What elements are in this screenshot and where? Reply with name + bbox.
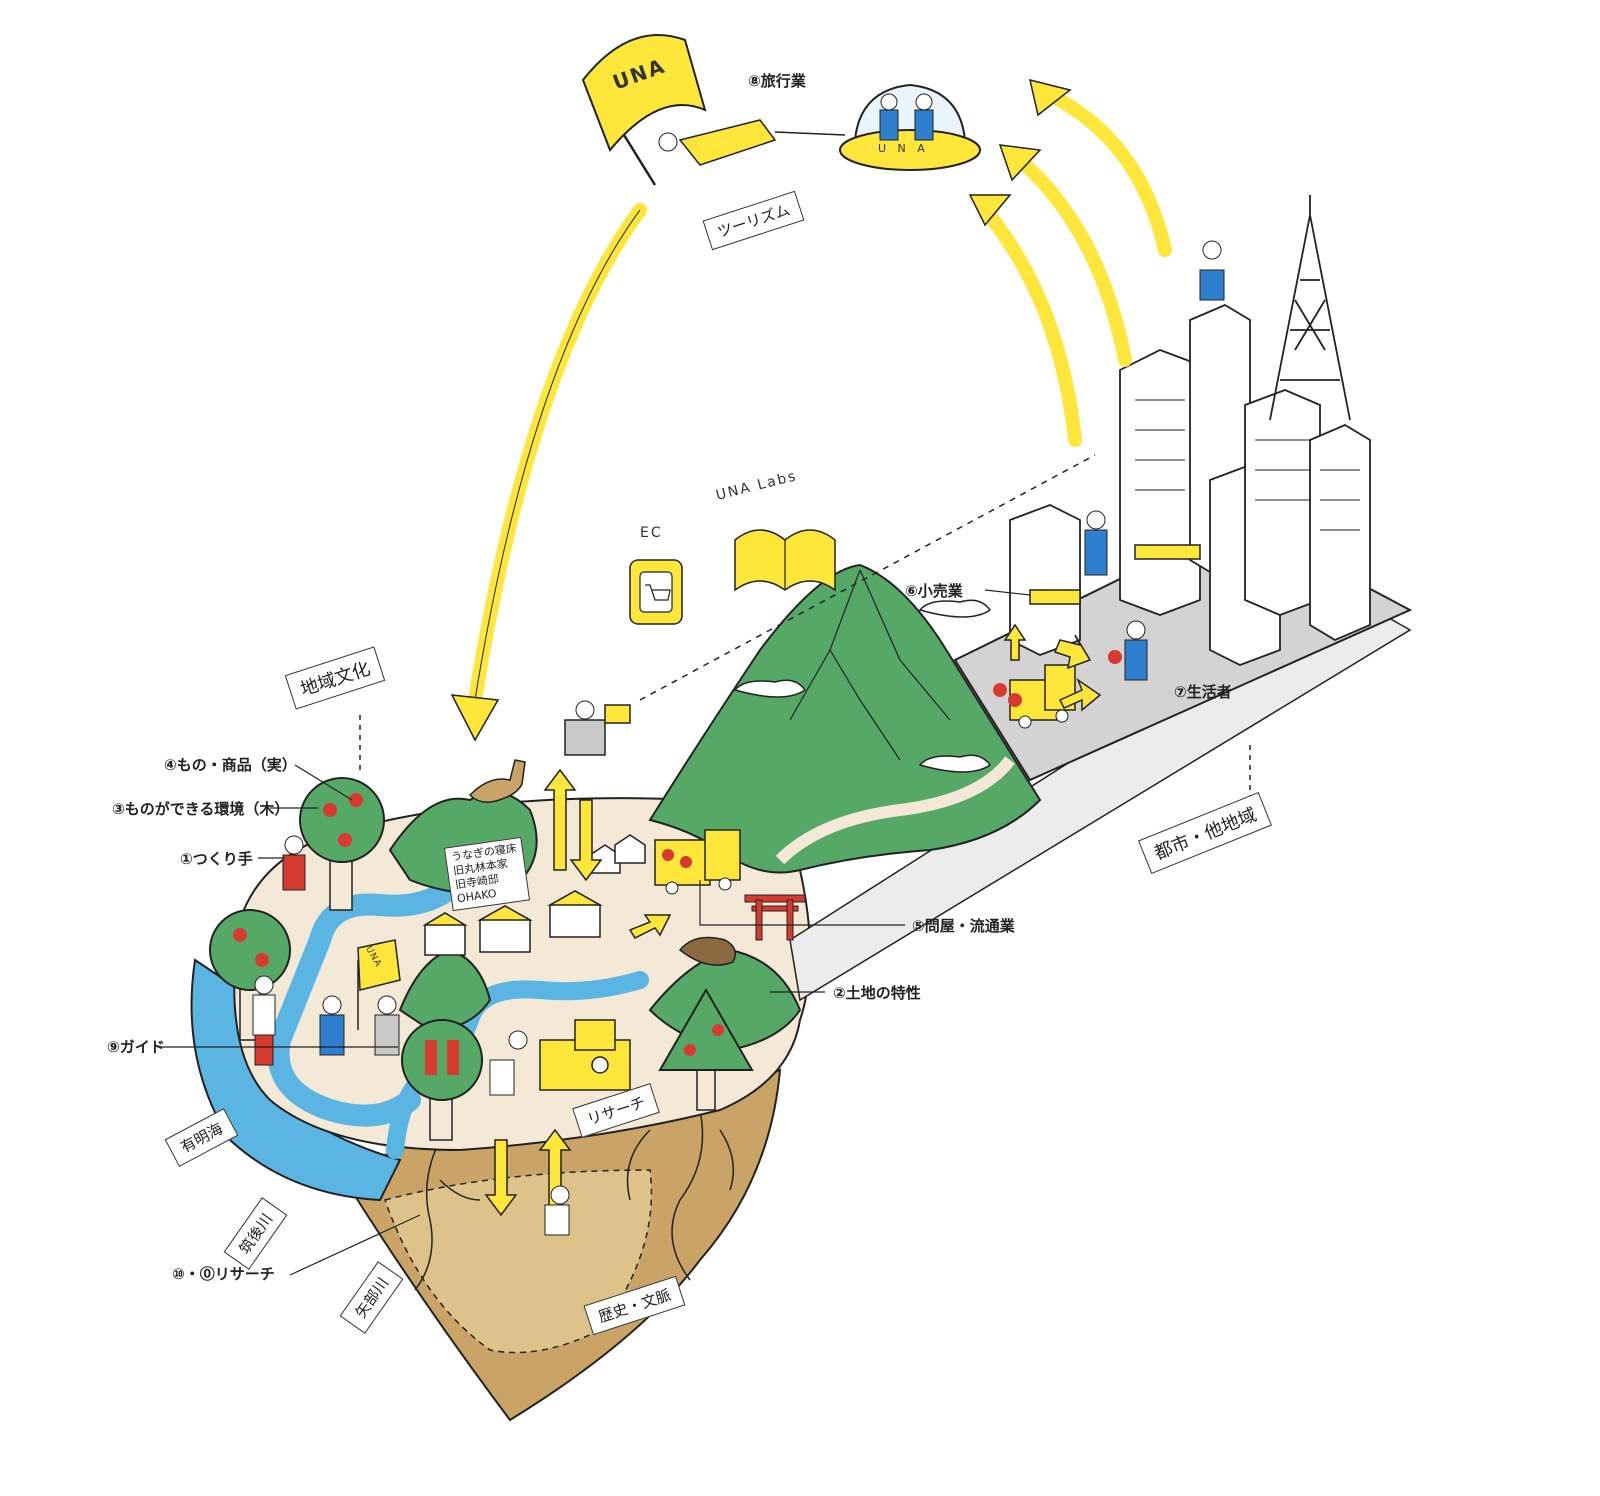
ec-cart-icon bbox=[629, 559, 683, 625]
fruit-tree-top bbox=[299, 777, 385, 911]
media-ec-label: EC bbox=[640, 525, 663, 541]
ufo-rope bbox=[774, 131, 846, 136]
laptop-user bbox=[564, 700, 631, 756]
research-blocks bbox=[539, 1019, 631, 1091]
shop-awnings bbox=[1029, 544, 1201, 605]
building-roofs bbox=[422, 890, 603, 926]
clouds bbox=[733, 599, 992, 773]
deer-icon bbox=[468, 759, 526, 803]
island-truck bbox=[654, 829, 741, 895]
label-environment: ③ものができる環境（木） bbox=[112, 800, 290, 818]
big-arrows-up bbox=[968, 78, 1172, 447]
people bbox=[252, 240, 1225, 1236]
roots bbox=[414, 1109, 735, 1291]
big-arrow-down bbox=[450, 203, 647, 742]
flag-bearer bbox=[581, 34, 777, 186]
boar-icon bbox=[678, 936, 736, 966]
dashed-link bbox=[639, 454, 1096, 701]
label-consumer: ⑦生活者 bbox=[1174, 683, 1232, 701]
label-guide: ⑨ガイド bbox=[107, 1038, 165, 1056]
tv-tower bbox=[1269, 195, 1351, 421]
book-icon bbox=[734, 529, 836, 592]
ufo bbox=[839, 83, 981, 171]
signboard: うなぎの寝床 旧丸林本家 旧寺崎邸 OHAKO bbox=[443, 836, 531, 912]
research-tree bbox=[401, 1019, 483, 1141]
label-wholesale: ⑤問屋・流通業 bbox=[912, 917, 1015, 935]
label-travel: ⑧旅行業 bbox=[748, 72, 806, 90]
leader-lines bbox=[160, 589, 1031, 1276]
label-research-deep: ⑩・⓪リサーチ bbox=[172, 1265, 275, 1283]
label-goods: ④もの・商品（実） bbox=[164, 756, 297, 774]
torii-gate bbox=[744, 894, 806, 941]
label-land: ②土地の特性 bbox=[833, 984, 921, 1002]
mountain-road bbox=[775, 756, 1015, 865]
label-retail: ⑥小売業 bbox=[905, 582, 963, 600]
mountain-ridges bbox=[789, 569, 951, 761]
flow-arrows bbox=[484, 623, 1102, 1217]
label-maker: ①つくり手 bbox=[180, 850, 253, 868]
city-truck bbox=[993, 664, 1076, 729]
building-windows bbox=[1135, 399, 1360, 531]
island-flag bbox=[357, 939, 401, 1030]
ufo-brand-text: U N A bbox=[878, 142, 929, 155]
river-chikugo bbox=[267, 869, 471, 1127]
pine-tree bbox=[658, 987, 754, 1111]
